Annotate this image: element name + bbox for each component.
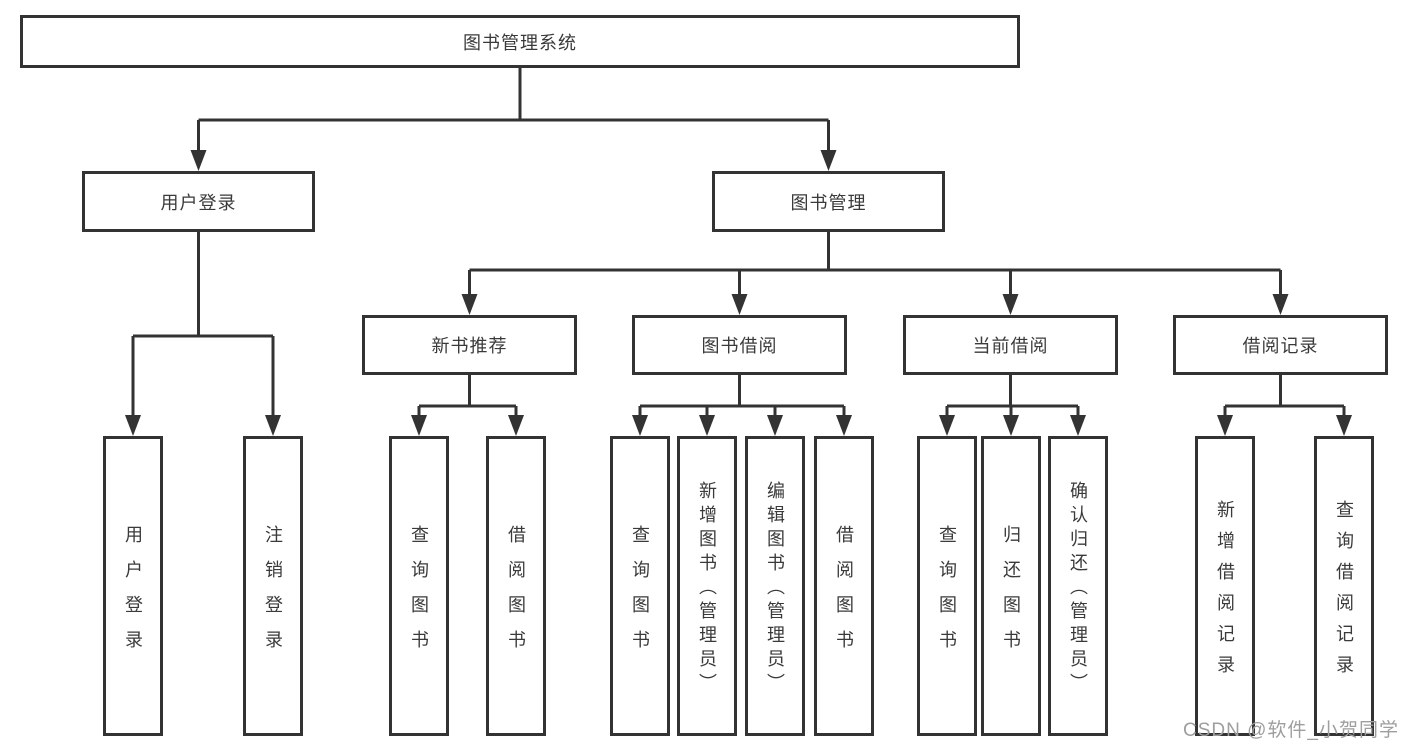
node-user-login-action: 用户登录 xyxy=(103,436,163,736)
leaf-label: 查询借阅记录 xyxy=(1334,499,1354,686)
leaf-label: 借阅图书 xyxy=(834,524,854,665)
leaf-label: 查询图书 xyxy=(630,524,650,665)
node-return-books: 归还图书 xyxy=(981,436,1041,736)
node-add-borrow-record: 新增借阅记录 xyxy=(1195,436,1255,736)
node-query-books: 查询图书 xyxy=(610,436,670,736)
leaf-label: 查询图书 xyxy=(409,524,429,665)
leaf-label: 查询图书 xyxy=(937,524,957,665)
node-borrow-records: 借阅记录 xyxy=(1173,315,1388,375)
leaf-label: 借阅图书 xyxy=(506,524,526,665)
leaf-label: 用户登录 xyxy=(123,524,143,665)
node-logout: 注销登录 xyxy=(243,436,303,736)
leaf-label: 新增借阅记录 xyxy=(1215,499,1235,686)
node-root: 图书管理系统 xyxy=(20,15,1020,68)
node-borrow-books: 借阅图书 xyxy=(486,436,546,736)
node-current-borrow: 当前借阅 xyxy=(903,315,1118,375)
leaf-label: 确认归还（管理员） xyxy=(1068,481,1088,697)
node-query-books: 查询图书 xyxy=(917,436,977,736)
csdn-watermark: CSDN @软件_小贺同学 xyxy=(1183,720,1399,741)
node-new-book-recommend: 新书推荐 xyxy=(362,315,577,375)
node-edit-books-admin: 编辑图书（管理员） xyxy=(745,436,805,736)
leaf-label: 编辑图书（管理员） xyxy=(765,481,785,697)
node-query-borrow-record: 查询借阅记录 xyxy=(1314,436,1374,736)
leaf-label: 注销登录 xyxy=(263,524,283,665)
node-add-books-admin: 新增图书（管理员） xyxy=(677,436,737,736)
node-confirm-return-admin: 确认归还（管理员） xyxy=(1048,436,1108,736)
node-borrow-books: 借阅图书 xyxy=(814,436,874,736)
node-book-borrow: 图书借阅 xyxy=(632,315,847,375)
leaf-label: 归还图书 xyxy=(1001,524,1021,665)
node-book-management-branch: 图书管理 xyxy=(712,171,945,232)
leaf-label: 新增图书（管理员） xyxy=(697,481,717,697)
node-user-login-branch: 用户登录 xyxy=(82,171,315,232)
node-query-books: 查询图书 xyxy=(389,436,449,736)
